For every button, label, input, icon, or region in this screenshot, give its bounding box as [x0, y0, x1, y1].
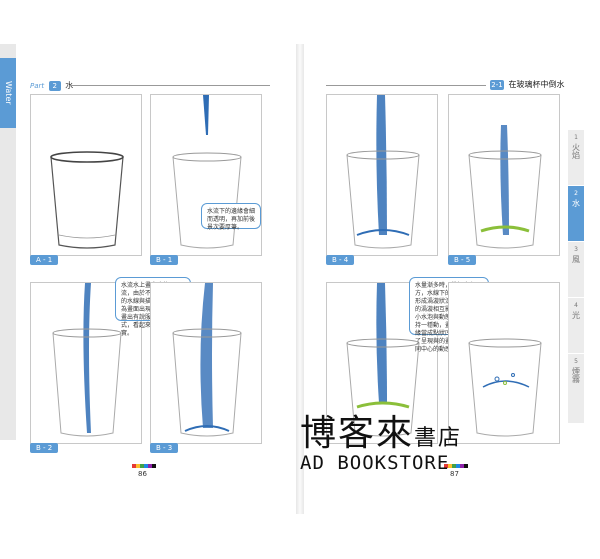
watermark-subtitle: AD BOOKSTORE [300, 452, 450, 474]
panel-b7 [448, 282, 560, 444]
glass-pour-stream-illustration [52, 283, 122, 437]
tab-number: 2 [574, 190, 578, 197]
right-page-header: 2-1 在玻璃杯中倒水 [490, 79, 565, 90]
page-number-right: 87 [450, 470, 459, 478]
side-tab-wind[interactable]: 3 風 [568, 242, 584, 298]
side-tab-water[interactable]: 2 水 [568, 186, 584, 242]
side-tab-smoke[interactable]: 5 煙霧 [568, 354, 584, 424]
book-gutter [296, 44, 304, 514]
part-label: Part [30, 82, 45, 90]
glass-half-full-illustration [346, 283, 420, 437]
glass-splash-illustration [172, 283, 242, 437]
callout-note: 水流下的邊緣會細而透明，再加前後景次要厚筆。 [201, 203, 261, 231]
panel-label: B - 3 [150, 443, 179, 453]
panel-b4: B - 4 [326, 94, 438, 265]
tab-label: 煙霧 [571, 367, 581, 383]
panel-a1: A - 1 [30, 94, 142, 265]
empty-glass-illustration [50, 151, 124, 249]
left-side-strip [0, 44, 16, 440]
glass-bubbles-illustration [468, 338, 542, 437]
panel-b5: B - 5 [448, 94, 560, 265]
tab-label: 火焰 [571, 143, 581, 159]
panel-label: B - 4 [326, 255, 355, 265]
panel-b3: B - 3 [150, 282, 262, 453]
panel-b1: 水流下的邊緣會細而透明，再加前後景次要厚筆。 B - 1 [150, 94, 262, 265]
tab-number: 1 [574, 134, 578, 141]
glass-filling-illustration [346, 95, 420, 249]
side-tab-fire[interactable]: 1 火焰 [568, 130, 584, 186]
page-number-left: 86 [138, 470, 147, 478]
panel-label: A - 1 [30, 255, 59, 265]
watermark-title-small: 書店 [414, 426, 463, 451]
tab-number: 3 [574, 246, 578, 253]
tab-label: 風 [571, 255, 581, 263]
watermark-title: 博客來書店 [300, 404, 462, 456]
watermark-title-big: 博客來 [300, 413, 415, 454]
panel-label: B - 5 [448, 255, 477, 265]
header-rule-left [70, 85, 270, 86]
chapter-badge: 2 [48, 81, 61, 91]
tab-label: 光 [571, 311, 581, 319]
panel-label: B - 2 [30, 443, 59, 453]
panel-label: B - 1 [150, 255, 179, 265]
panel-b2: 水流水上畫完底的下流，由於不由加以粗細的水線與描繪水柱在作為畫面出現動感，好人畫… [30, 277, 191, 453]
left-page-header: Part 2 水 [30, 80, 73, 92]
side-tab-light[interactable]: 4 光 [568, 298, 584, 354]
color-bar-left [132, 464, 156, 468]
left-side-tab: Water [0, 58, 16, 128]
section-badge: 2-1 [490, 80, 504, 90]
glass-swirl-illustration [468, 125, 542, 249]
section-title: 在玻璃杯中倒水 [508, 80, 565, 89]
color-bar-right [444, 464, 468, 468]
glass-pour-start-illustration [172, 95, 242, 249]
tab-label: 水 [571, 199, 581, 207]
tab-number: 5 [574, 358, 578, 365]
chapter-title: 水 [65, 81, 73, 90]
header-rule-right [326, 85, 486, 86]
tab-number: 4 [574, 302, 578, 309]
